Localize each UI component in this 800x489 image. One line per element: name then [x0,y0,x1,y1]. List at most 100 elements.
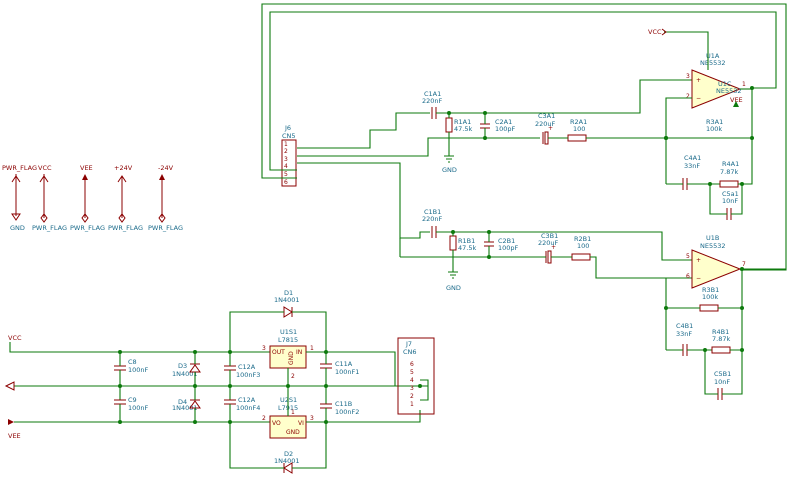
j7-value: CN6 [403,348,417,356]
j6-ref: J6 [284,124,291,132]
svg-text:NE5532: NE5532 [700,59,726,67]
svg-text:3: 3 [310,415,314,422]
svg-text:47.5k: 47.5k [454,125,472,133]
svg-text:2: 2 [291,373,295,380]
svg-text:NE5532: NE5532 [700,242,726,250]
svg-text:R4A1: R4A1 [722,160,739,168]
svg-text:100nF1: 100nF1 [335,368,359,376]
svg-text:33nF: 33nF [676,330,692,338]
channel-a: C1A1 220nF R1A1 47.5k GND C2A1 100pF C3A… [422,28,754,220]
svg-text:6: 6 [410,361,414,368]
u1b-opamp [691,249,742,289]
svg-text:VEE: VEE [730,96,743,104]
m24v-symbol-label: -24V [158,164,174,172]
svg-text:C5B1: C5B1 [714,370,731,378]
svg-text:4: 4 [284,163,288,170]
svg-text:VCC: VCC [8,334,22,342]
vee-symbol-label: VEE [80,164,93,172]
svg-text:100: 100 [577,242,589,250]
j7-ref: J7 [405,340,412,348]
svg-text:3: 3 [410,385,414,392]
svg-text:10nF: 10nF [714,378,730,386]
svg-text:100nF4: 100nF4 [236,404,260,412]
svg-text:C2B1: C2B1 [498,237,515,245]
r1b1-resistor [449,235,457,251]
svg-text:VCC: VCC [648,28,662,36]
svg-text:GND: GND [442,166,457,174]
svg-text:C1A1: C1A1 [424,90,441,98]
svg-text:7.87k: 7.87k [712,335,730,343]
svg-text:3: 3 [262,345,266,352]
svg-text:7: 7 [742,261,746,268]
connector-j6[interactable]: J6 CN5 1 2 3 4 5 6 [281,124,297,187]
power-flags: PWR_FLAG GND VCC PWR_FLAG VEE PWR_FLAG +… [2,164,183,232]
svg-text:100nF2: 100nF2 [335,408,359,416]
svg-text:C12A: C12A [238,363,256,371]
svg-text:2: 2 [686,93,690,100]
svg-text:2: 2 [410,393,414,400]
svg-text:+: + [696,257,701,264]
svg-text:5: 5 [686,253,690,260]
svg-text:+: + [551,244,556,251]
svg-text:4: 4 [410,377,414,384]
svg-text:IN: IN [296,349,302,356]
r1a1-resistor [445,117,453,133]
svg-text:+: + [696,77,701,84]
svg-text:U1A: U1A [706,52,720,60]
svg-text:5: 5 [410,369,414,376]
svg-text:R2A1: R2A1 [570,118,587,126]
svg-text:1: 1 [742,81,746,88]
svg-text:GND: GND [446,284,461,292]
svg-text:1N4001: 1N4001 [274,457,300,465]
svg-text:VEE: VEE [8,432,21,440]
svg-text:3: 3 [284,156,288,163]
gnd-label-1: GND [10,224,25,232]
svg-text:C9: C9 [128,396,137,404]
svg-text:U2S1: U2S1 [280,396,297,404]
svg-text:D3: D3 [178,362,187,370]
svg-text:100k: 100k [706,125,722,133]
svg-text:7.87k: 7.87k [720,168,738,176]
svg-text:R1A1: R1A1 [454,118,471,126]
svg-text:C8: C8 [128,358,137,366]
connector-j7[interactable]: J7 CN6 6 5 4 3 2 1 [397,337,435,415]
svg-text:10nF: 10nF [722,197,738,205]
svg-text:C11B: C11B [335,400,352,408]
channel-b: C1B1 220nF R1B1 47.5k GND C2B1 100pF C3B… [399,208,786,400]
svg-text:C1B1: C1B1 [424,208,441,216]
svg-text:1N4001: 1N4001 [172,404,198,412]
svg-text:220nF: 220nF [422,215,443,223]
svg-text:R4B1: R4B1 [712,328,729,336]
svg-text:220uF: 220uF [538,239,559,247]
vcc-symbol-label: VCC [38,164,52,172]
svg-text:+: + [548,125,553,132]
svg-text:100: 100 [573,125,585,133]
svg-text:100pF: 100pF [498,244,519,252]
j6-value: CN5 [282,132,296,140]
svg-text:U1S1: U1S1 [280,328,297,336]
svg-text:C2A1: C2A1 [495,118,512,126]
svg-text:NE5532: NE5532 [716,87,742,95]
svg-text:220nF: 220nF [422,97,443,105]
svg-text:3: 3 [686,73,690,80]
pwr-flag-label-5: PWR_FLAG [148,224,183,232]
svg-text:U1B: U1B [706,234,719,242]
svg-text:5: 5 [284,171,288,178]
svg-text:1: 1 [291,409,295,416]
svg-text:6: 6 [284,179,288,186]
svg-text:C4A1: C4A1 [684,154,701,162]
svg-text:D4: D4 [178,398,187,406]
svg-text:1: 1 [310,345,314,352]
svg-text:D2: D2 [284,450,293,458]
svg-text:U1C: U1C [718,80,732,88]
svg-text:C5a1: C5a1 [722,190,739,198]
svg-text:GND: GND [286,429,300,436]
svg-text:1N4001: 1N4001 [274,296,300,304]
pwr-flag-label-3: PWR_FLAG [70,224,105,232]
p24v-symbol-label: +24V [114,164,133,172]
svg-text:R1B1: R1B1 [458,237,475,245]
svg-text:100nF: 100nF [128,366,149,374]
svg-text:C4B1: C4B1 [676,322,693,330]
pwr-flag-label-1: PWR_FLAG [2,164,37,172]
